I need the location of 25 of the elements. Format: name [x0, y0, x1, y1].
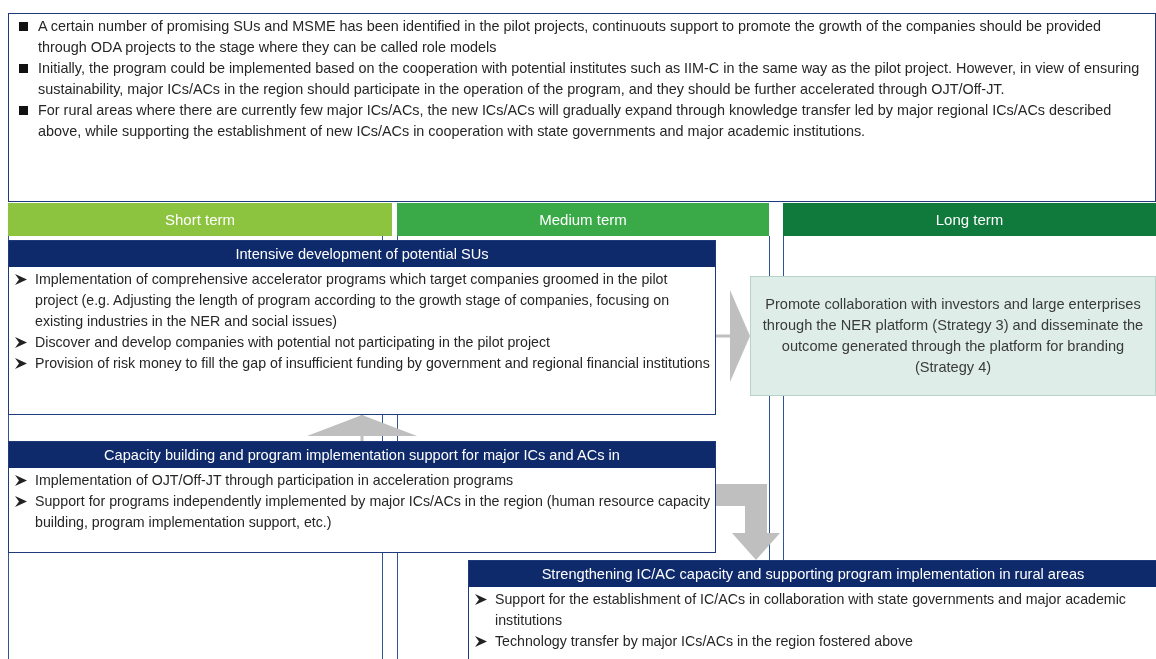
bullet-item: Discover and develop companies with potential not participating in the pilot project	[35, 333, 550, 352]
arrow	[716, 290, 750, 382]
bullet-item: Support for programs independently implemented by major ICs/ACs in the region (human resource capacity building, program implementation support, etc.)	[35, 492, 711, 532]
note-text: Promote collaboration with investors and large enterprises through the NER platform (Strategy 3) and disseminate the outcome generated through the platform for branding (Strategy 4)	[761, 295, 1145, 377]
bullet-item: Provision of risk money to fill the gap of insufficient funding by government and regional financial institutions	[35, 354, 710, 373]
card-heading: Strengthening IC/AC capacity and supporting program implementation in rural areas	[469, 561, 1156, 587]
card-heading: Intensive development of potential SUs	[9, 241, 715, 267]
text-panel	[8, 13, 1156, 202]
bullet-item: Technology transfer by major ICs/ACs in the region fostered above	[495, 632, 913, 651]
bullet-item: Implementation of OJT/Off-JT through participation in acceleration programs	[35, 471, 514, 490]
bullet-paragraph: For rural areas where there are currently few major ICs/ACs, the new ICs/ACs will gradually expand through knowledge transfer led by major regional ICs/ACs described above, while supporting the establishment of new ICs/ACs in cooperation with state governments and major academic institutions.	[38, 101, 1113, 141]
arrow	[716, 484, 780, 560]
card-heading: Capacity building and program implementation support for major ICs and ACs in	[9, 442, 715, 468]
bullet-paragraph: Initially, the program could be implemented based on the cooperation with potential institutes such as IIM-C in the same way as the pilot project. However, in view of ensuring sustainability, major ICs/ACs in the region should participate in the operation of the program, and they should be further accelerated through OJT/Off-JT.	[38, 59, 1141, 99]
note-box	[750, 276, 1156, 396]
arrow	[307, 415, 417, 441]
bullet-item: Implementation of comprehensive accelerator programs which target companies groomed in the pilot project (e.g. Adjusting the length of program according to the growth stage of companies, focusing on existing industries in the NER and social issues)	[35, 270, 671, 331]
strategy-card	[8, 240, 716, 415]
strategy-card	[8, 441, 716, 553]
bullet-item: Support for the establishment of IC/ACs in collaboration with state governments and major academic institutions	[495, 590, 1127, 630]
strategy-card	[468, 560, 1156, 659]
phase-header: Short term	[8, 203, 392, 236]
phase-header: Medium term	[397, 203, 769, 236]
phase-header: Long term	[783, 203, 1156, 236]
bullet-paragraph: A certain number of promising SUs and MSME has been identified in the pilot projects, continuouts support to promote the growth of the companies should be provided through ODA projects to the stage where they can be called role models	[38, 17, 1103, 57]
